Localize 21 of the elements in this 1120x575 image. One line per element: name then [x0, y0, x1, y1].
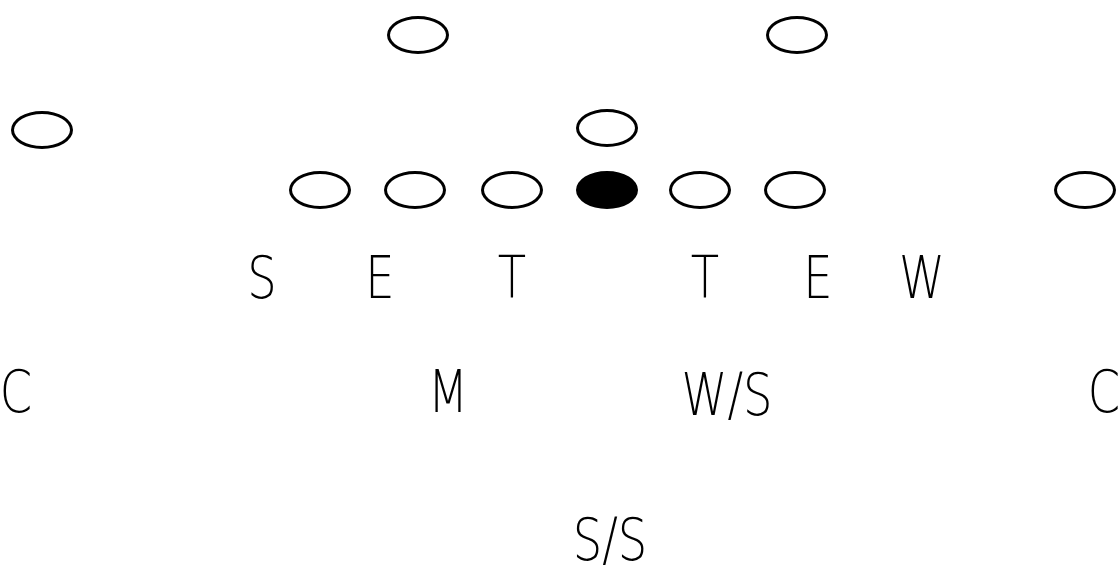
- player-marker: [11, 111, 73, 149]
- position-letter: T: [690, 249, 720, 307]
- player-marker: [289, 171, 351, 209]
- player-marker: [384, 171, 446, 209]
- player-marker: [766, 16, 828, 54]
- position-letter: S: [247, 249, 277, 307]
- player-marker: [669, 171, 731, 209]
- player-marker: [481, 171, 543, 209]
- player-marker: [387, 16, 449, 54]
- position-letter: W: [899, 249, 945, 307]
- position-letter: E: [803, 249, 833, 307]
- position-letter: C: [0, 363, 33, 421]
- position-letter: C: [1087, 363, 1120, 421]
- position-letter: W/S: [681, 366, 773, 424]
- player-marker: [764, 171, 826, 209]
- player-marker: [1054, 171, 1116, 209]
- player-marker: [576, 109, 638, 147]
- position-letter: T: [497, 249, 527, 307]
- position-letter: E: [365, 249, 395, 307]
- position-letter: M: [428, 363, 468, 421]
- position-letter: S/S: [572, 511, 648, 569]
